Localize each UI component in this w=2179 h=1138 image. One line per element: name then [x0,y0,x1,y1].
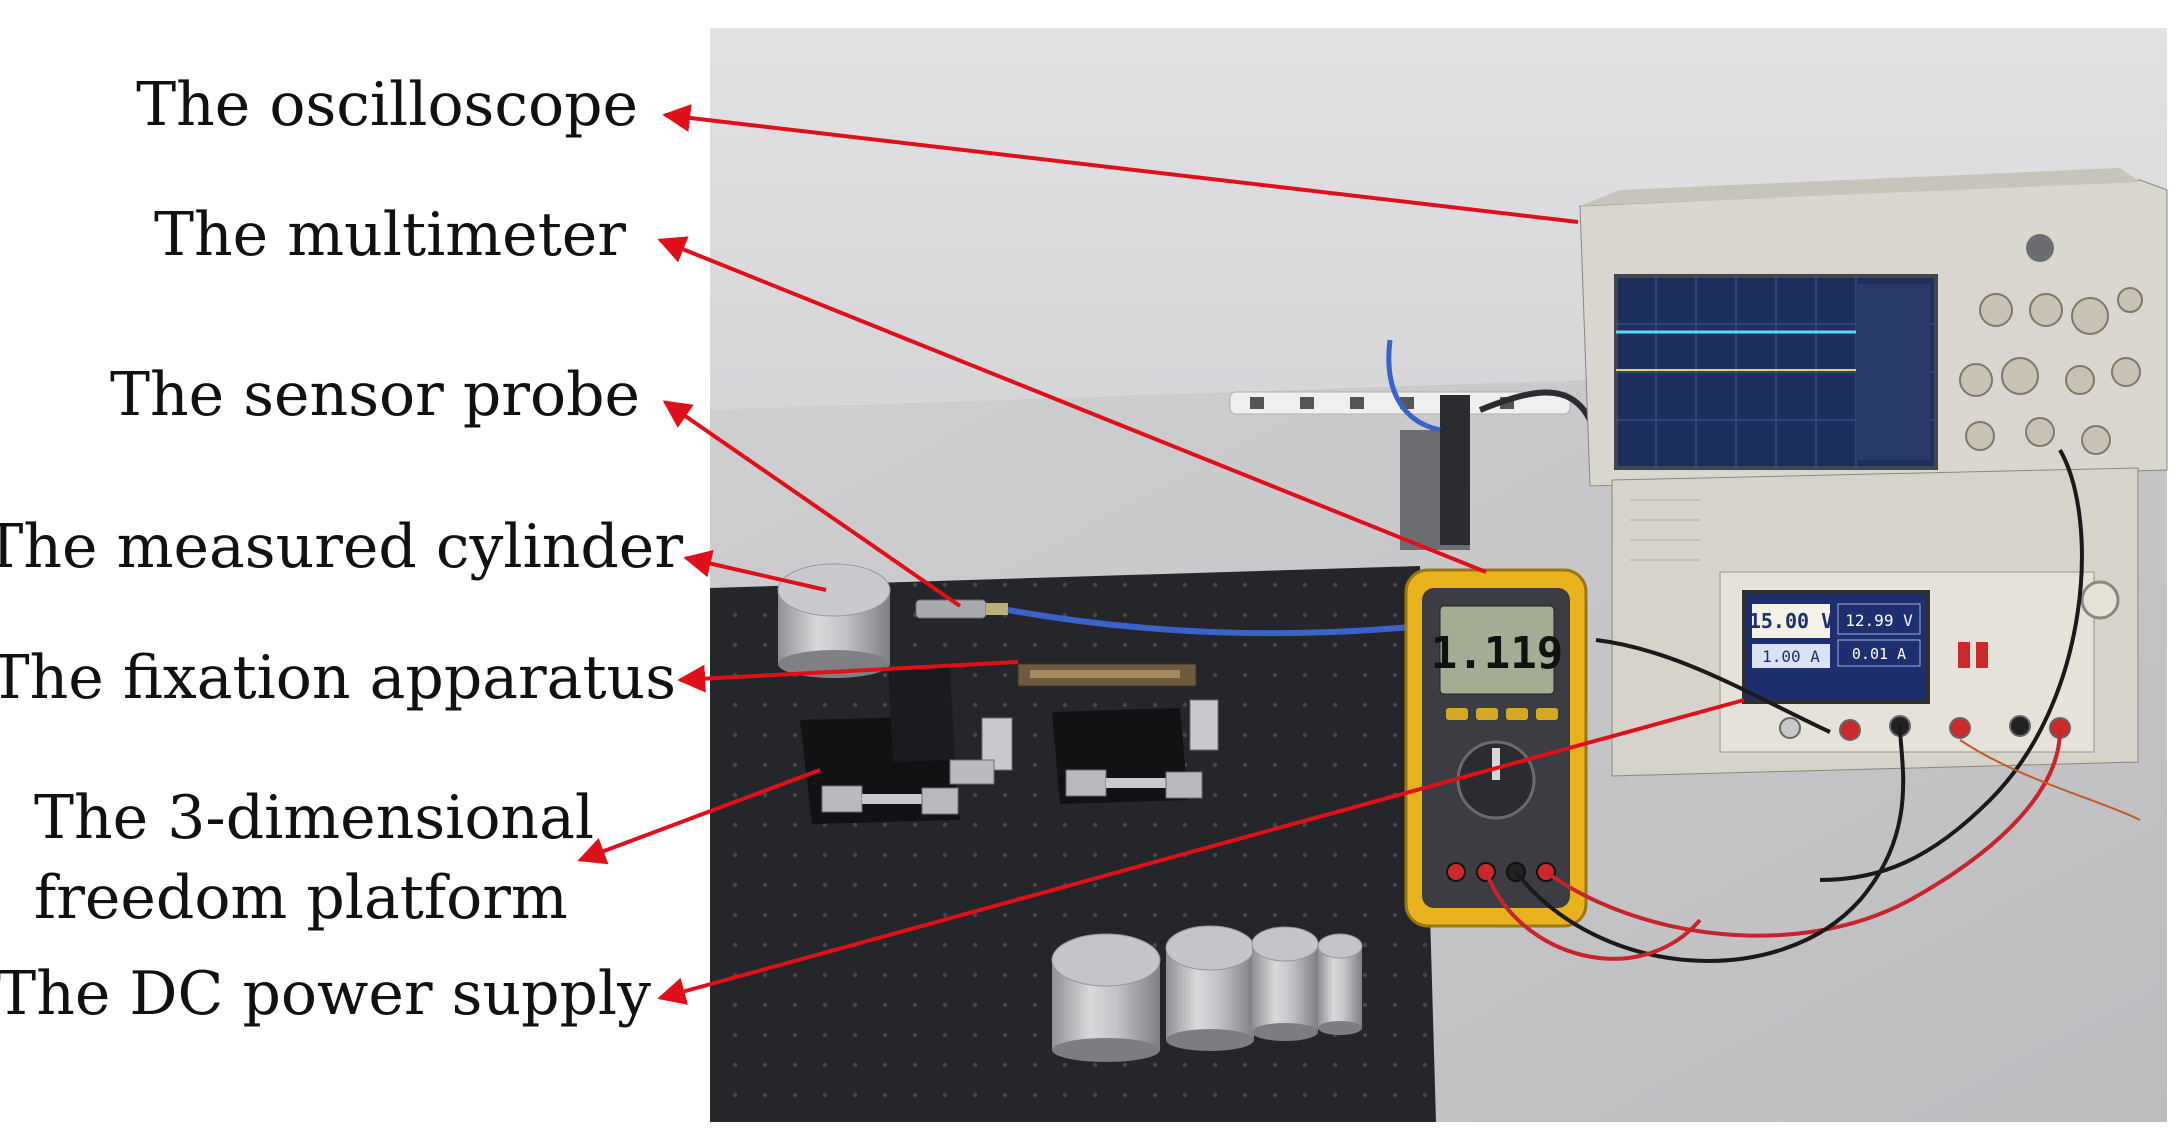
three-axis-stage-left [800,666,1013,824]
arrow-oscilloscope [662,104,1579,224]
three-axis-stage-right [1052,699,1219,804]
reference-cylinders [1051,925,1363,1062]
multimeter-readout: 1.119 [1431,628,1563,679]
arrow-sensor-probe [662,400,962,608]
label-fixation-apparatus: The fixation apparatus [0,643,676,713]
arrow-platform [577,768,821,865]
psu-voltage-1: 15.00 V [1749,609,1833,633]
arrow-multimeter [657,236,1487,574]
label-dc-power-supply: The DC power supply [0,959,651,1029]
arrow-measured-cylinder [683,549,827,592]
label-platform-line-1: The 3-dimensional [34,783,594,853]
probe-stand [1386,339,1593,550]
arrow-dc-power-supply [657,698,1745,1005]
lab-photo [710,28,2168,1122]
psu-voltage-2: 12.99 V [1845,611,1913,630]
label-multimeter: The multimeter [154,200,626,270]
label-sensor-probe: The sensor probe [110,360,640,430]
annotation-arrows [577,104,1745,1005]
label-measured-cylinder: The measured cylinder [0,512,683,582]
fixation-rail [1017,663,1197,687]
oscilloscope [1579,168,2168,487]
multimeter [1404,568,1588,928]
dc-power-supply [1611,467,2139,777]
test-leads [1484,449,2141,963]
psu-current-2: 0.01 A [1852,645,1906,663]
label-oscilloscope: The oscilloscope [136,70,638,140]
label-platform-line-2: freedom platform [34,863,568,933]
arrow-fixation-apparatus [677,660,1019,693]
psu-current-1: 1.00 A [1762,647,1820,666]
measured-cylinder [777,563,891,678]
